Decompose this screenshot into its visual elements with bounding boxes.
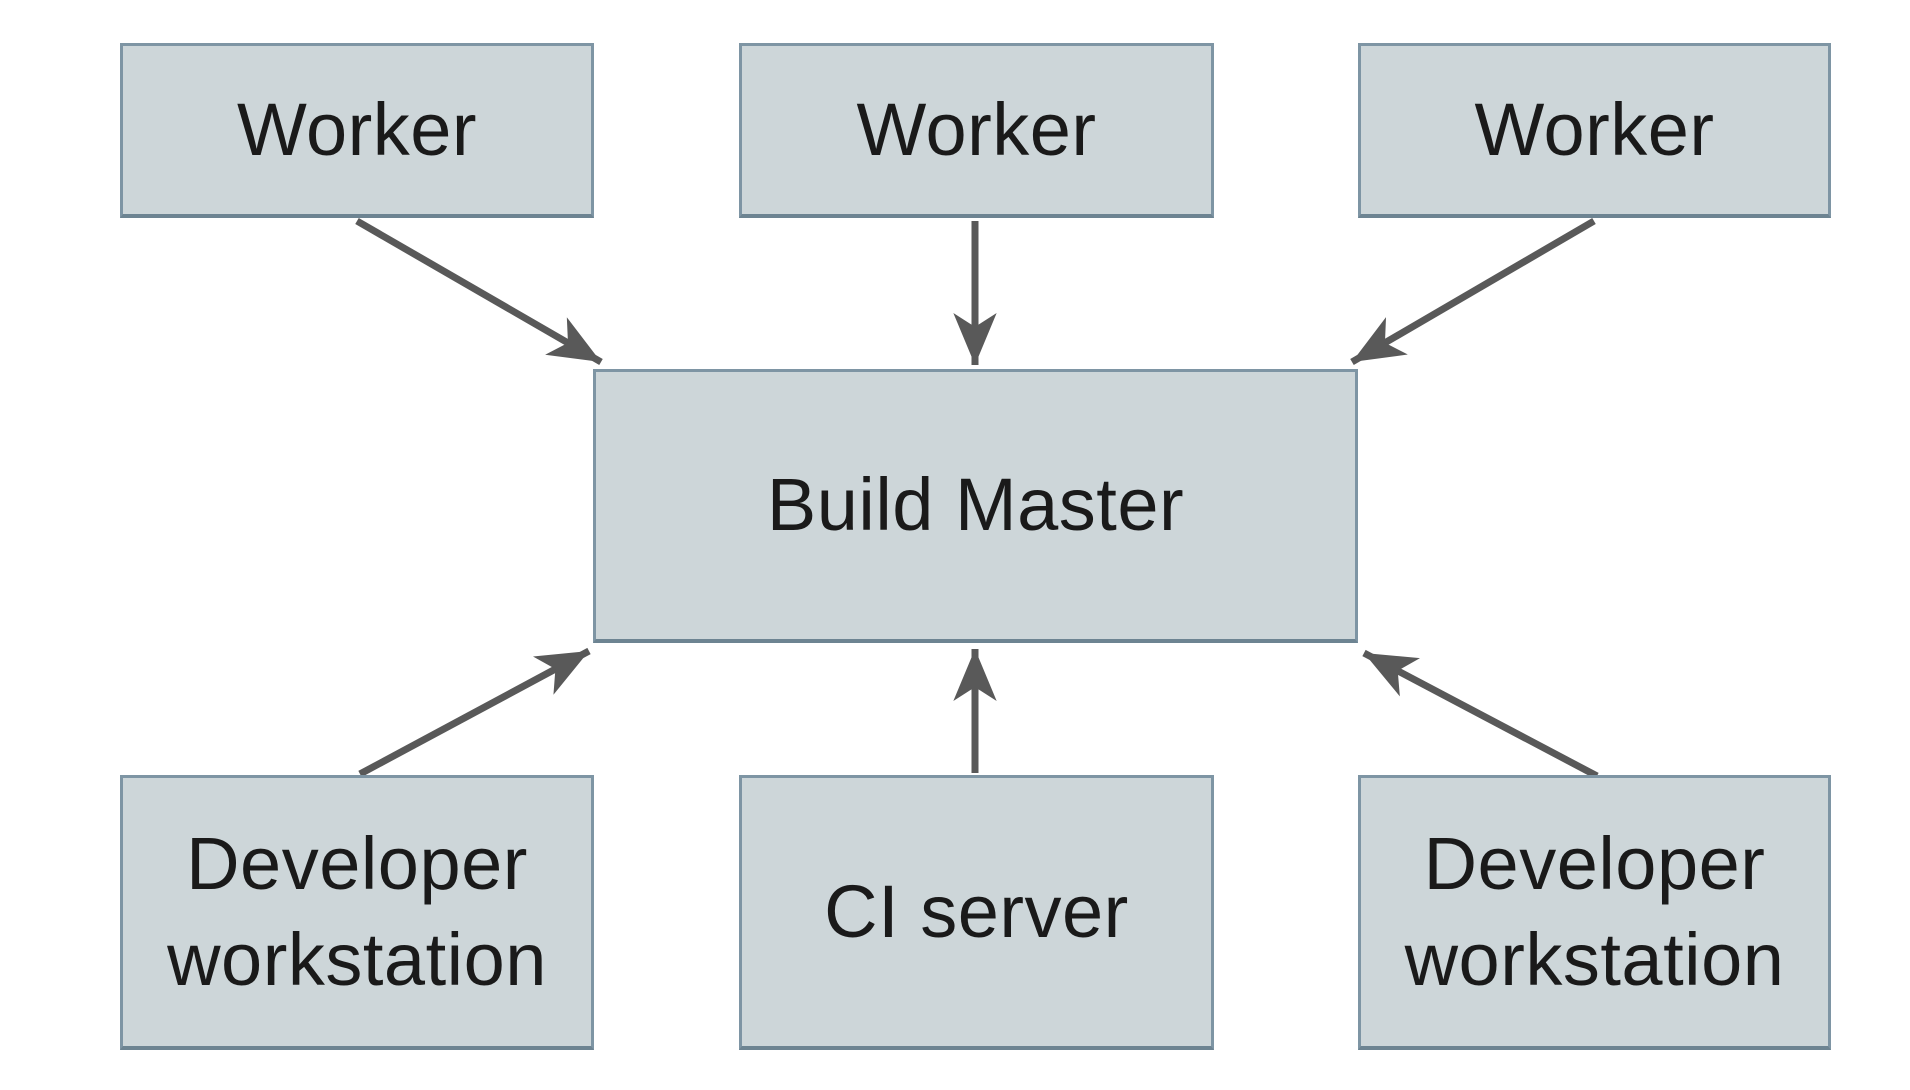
node-label-worker-3: Worker [1474,87,1715,171]
node-label-developer-workstation-left: Developer workstation [167,821,547,1001]
node-worker-2: Worker [739,43,1214,218]
arrow-worker-1-to-build-master [355,217,603,366]
node-build-master: Build Master [593,369,1358,643]
node-label-developer-workstation-right: Developer workstation [1404,821,1785,1001]
arrow-developer-workstation-left-to-build-master [358,647,591,778]
node-worker-3: Worker [1358,43,1831,218]
node-developer-workstation-right: Developer workstation [1358,775,1831,1050]
node-label-ci-server: CI server [824,869,1129,953]
node-label-worker-2: Worker [856,87,1097,171]
node-label-build-master: Build Master [766,463,1185,547]
node-label-worker-1: Worker [236,87,478,171]
node-developer-workstation-left: Developer workstation [120,775,594,1050]
node-ci-server: CI server [739,775,1214,1050]
arrow-developer-workstation-right-to-build-master [1362,649,1599,780]
node-worker-1: Worker [120,43,594,218]
arrow-worker-3-to-build-master [1350,217,1596,366]
